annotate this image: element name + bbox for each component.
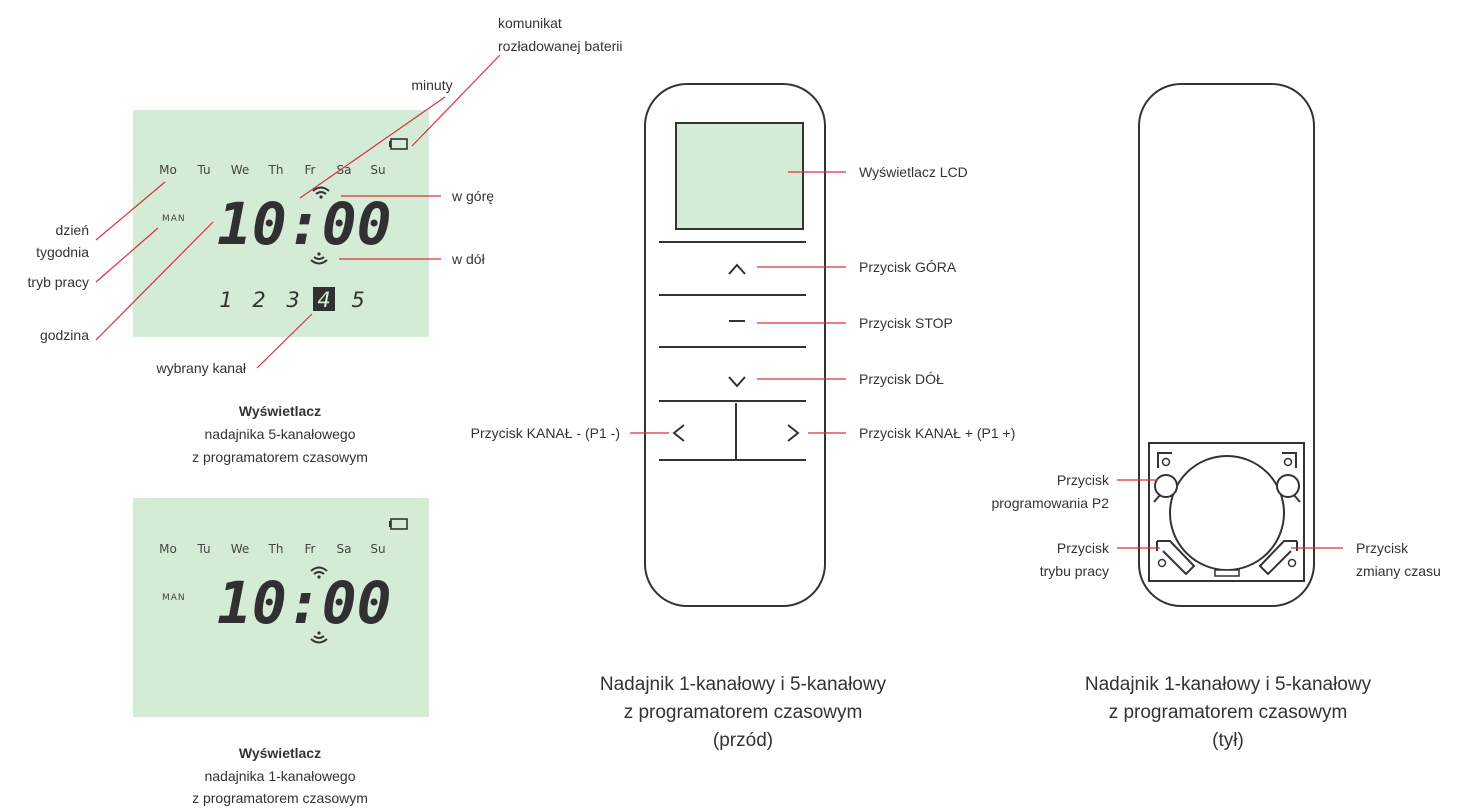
label-up-button: Przycisk GÓRA: [859, 259, 957, 275]
remote-back: [1138, 83, 1315, 607]
mode-indicator: MAN: [162, 593, 186, 603]
day-sun: Su: [370, 163, 385, 177]
screw-hole-icon: [1157, 558, 1167, 568]
up-button[interactable]: [659, 244, 806, 293]
mode-button[interactable]: [1156, 540, 1196, 576]
label-down-button: Przycisk DÓŁ: [859, 371, 944, 387]
caption-back-line1: Nadajnik 1-kanałowy i 5-kanałowy: [1085, 674, 1372, 695]
label-battery-line1: komunikat: [498, 15, 562, 31]
lcd1-callout-lines: [95, 54, 501, 369]
label-lcd: Wyświetlacz LCD: [859, 164, 968, 180]
lcd-display-1ch: Mo Tu We Th Fr Sa Su MAN 10:00: [133, 498, 429, 717]
channel-5: 5: [351, 288, 364, 312]
label-p2-line2: programowania P2: [991, 495, 1109, 511]
label-channel-minus: Przycisk KANAŁ - (P1 -): [471, 425, 620, 441]
front-callout-lines: [630, 171, 846, 434]
mode-indicator: MAN: [162, 214, 186, 224]
screw-hole-icon: [1283, 457, 1293, 467]
label-channel: wybrany kanał: [156, 360, 247, 376]
time-button[interactable]: [1258, 540, 1298, 576]
lcd-panel-1ch: [133, 498, 429, 717]
caption-back-line2: z programatorem czasowym: [1109, 702, 1348, 723]
caption-front-line1: Nadajnik 1-kanałowy i 5-kanałowy: [600, 674, 887, 695]
caption-lcd2-title: Wyświetlacz: [239, 745, 321, 761]
label-hour: godzina: [40, 327, 89, 343]
day-thu: Th: [268, 542, 284, 556]
day-tue: Tu: [196, 542, 210, 556]
chevron-right-icon: [787, 424, 800, 442]
label-up: w górę: [451, 188, 494, 204]
lcd-display-5ch: Mo Tu We Th Fr Sa Su MAN 10:00 1 2 3 4 5: [133, 110, 429, 337]
day-sat: Sa: [337, 163, 352, 177]
down-button[interactable]: [659, 349, 806, 399]
caption-lcd1-line3: z programatorem czasowym: [192, 449, 368, 465]
label-minutes: minuty: [411, 77, 452, 93]
label-day-line2: tygodnia: [36, 244, 89, 260]
day-sun: Su: [370, 542, 385, 556]
remote-front-lcd-window: [675, 122, 804, 230]
caption-front-line3: (przód): [713, 730, 773, 751]
cover-latch: [1214, 569, 1240, 577]
signal-up-icon: [312, 186, 330, 199]
caption-lcd2-line3: z programatorem czasowym: [192, 790, 368, 806]
caption-lcd1-line2: nadajnika 5-kanałowego: [205, 426, 356, 442]
label-time-button-line2: zmiany czasu: [1356, 563, 1441, 579]
label-day-line1: dzień: [56, 222, 89, 238]
channel-4-highlight: [313, 287, 335, 311]
signal-down-icon: [310, 631, 328, 644]
label-battery-line2: rozładowanej baterii: [498, 38, 623, 54]
day-fri: Fr: [305, 163, 316, 177]
battery-cover: [1169, 455, 1285, 571]
label-p2-line1: Przycisk: [1057, 472, 1110, 488]
battery-icon: [389, 518, 408, 530]
label-channel-plus: Przycisk KANAŁ + (P1 +): [859, 425, 1015, 441]
day-wed: We: [231, 542, 250, 556]
label-mode-button-line2: trybu pracy: [1040, 563, 1109, 579]
clock-display: 10:00: [217, 190, 392, 258]
label-mode: tryb pracy: [28, 274, 89, 290]
chevron-left-icon: [672, 424, 685, 442]
day-thu: Th: [268, 163, 284, 177]
caption-front-line2: z programatorem czasowym: [624, 702, 863, 723]
p2-button-mirror: [1276, 474, 1301, 503]
remote-front: [644, 83, 826, 607]
clock-display: 10:00: [217, 569, 392, 637]
screw-hole-icon: [1161, 457, 1171, 467]
label-stop-button: Przycisk STOP: [859, 315, 953, 331]
stop-button[interactable]: [659, 297, 806, 345]
caption-lcd2-line2: nadajnika 1-kanałowego: [205, 768, 356, 784]
label-mode-button-line1: Przycisk: [1057, 540, 1110, 556]
channel-2: 2: [252, 288, 265, 312]
day-wed: We: [231, 163, 250, 177]
channel-1: 1: [219, 288, 232, 312]
day-mon: Mo: [159, 163, 177, 177]
signal-up-icon: [310, 566, 328, 579]
chevron-up-icon: [728, 263, 746, 275]
signal-down-icon: [310, 252, 328, 265]
p2-button[interactable]: [1153, 474, 1178, 503]
day-mon: Mo: [159, 542, 177, 556]
caption-back-line3: (tył): [1212, 730, 1244, 751]
caption-lcd1-title: Wyświetlacz: [239, 403, 321, 419]
lcd-panel-5ch: [133, 110, 429, 337]
channel-4-selected: 4: [317, 288, 330, 312]
day-sat: Sa: [337, 542, 352, 556]
channel-3: 3: [286, 288, 299, 312]
label-down: w dół: [451, 251, 486, 267]
back-callout-lines: [1117, 479, 1343, 549]
label-time-button-line1: Przycisk: [1356, 540, 1409, 556]
day-tue: Tu: [196, 163, 210, 177]
channel-plus-button[interactable]: [738, 403, 806, 458]
day-fri: Fr: [305, 542, 316, 556]
battery-icon: [389, 138, 408, 150]
screw-hole-icon: [1287, 558, 1297, 568]
channel-minus-button[interactable]: [659, 403, 734, 458]
chevron-down-icon: [728, 376, 746, 388]
